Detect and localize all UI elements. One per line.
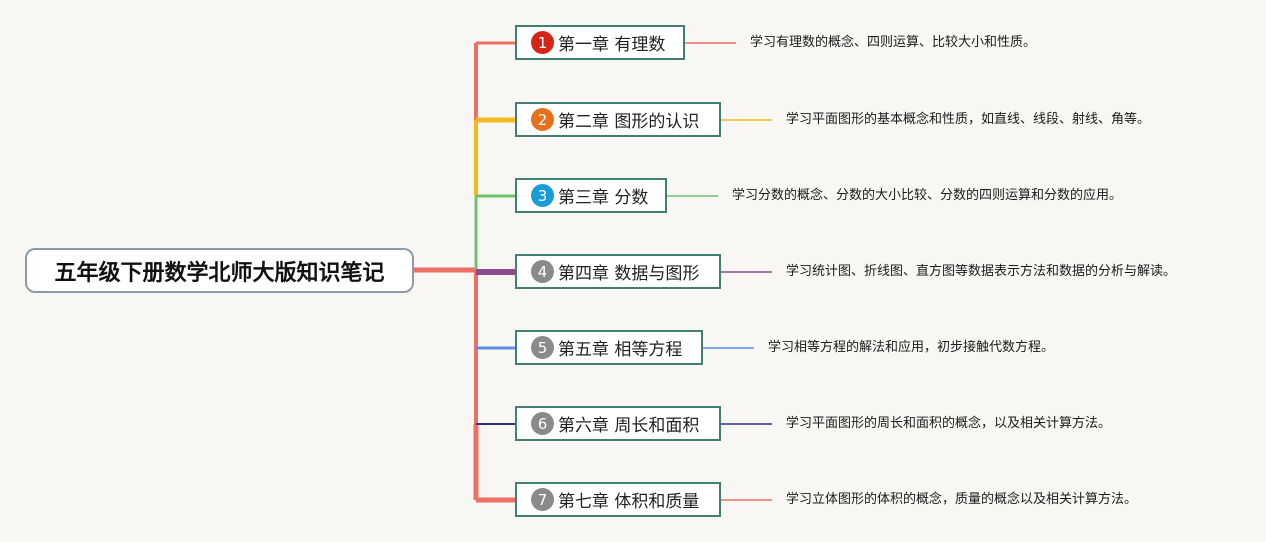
chapter-number-badge: 5 (531, 336, 554, 359)
chapter-note: 学习统计图、折线图、直方图等数据表示方法和数据的分析与解读。 (786, 264, 1177, 279)
root-title: 五年级下册数学北师大版知识笔记 (54, 260, 385, 286)
chapter-title: 第二章 图形的认识 (558, 112, 700, 132)
chapter-title: 第六章 周长和面积 (558, 416, 700, 436)
chapter-note: 学习分数的概念、分数的大小比较、分数的四则运算和分数的应用。 (732, 188, 1123, 203)
chapter-note: 学习有理数的概念、四则运算、比较大小和性质。 (750, 35, 1037, 50)
root-node[interactable]: 五年级下册数学北师大版知识笔记 (25, 248, 414, 293)
chapter-title: 第一章 有理数 (558, 35, 666, 55)
chapter-note: 学习平面图形的基本概念和性质，如直线、线段、射线、角等。 (786, 112, 1151, 127)
chapter-number-badge: 1 (531, 31, 554, 54)
chapter-number-badge: 7 (531, 488, 554, 511)
chapter-note: 学习相等方程的解法和应用，初步接触代数方程。 (768, 340, 1055, 355)
chapter-number-badge: 6 (531, 412, 554, 435)
chapter-title: 第三章 分数 (558, 188, 649, 208)
chapter-note: 学习立体图形的体积的概念，质量的概念以及相关计算方法。 (786, 492, 1138, 507)
chapter-title: 第五章 相等方程 (558, 340, 683, 360)
chapter-number-badge: 3 (531, 184, 554, 207)
chapter-number-badge: 4 (531, 260, 554, 283)
chapter-title: 第七章 体积和质量 (558, 492, 700, 512)
chapter-number-badge: 2 (531, 108, 554, 131)
chapter-note: 学习平面图形的周长和面积的概念，以及相关计算方法。 (786, 416, 1112, 431)
chapter-title: 第四章 数据与图形 (558, 264, 700, 284)
